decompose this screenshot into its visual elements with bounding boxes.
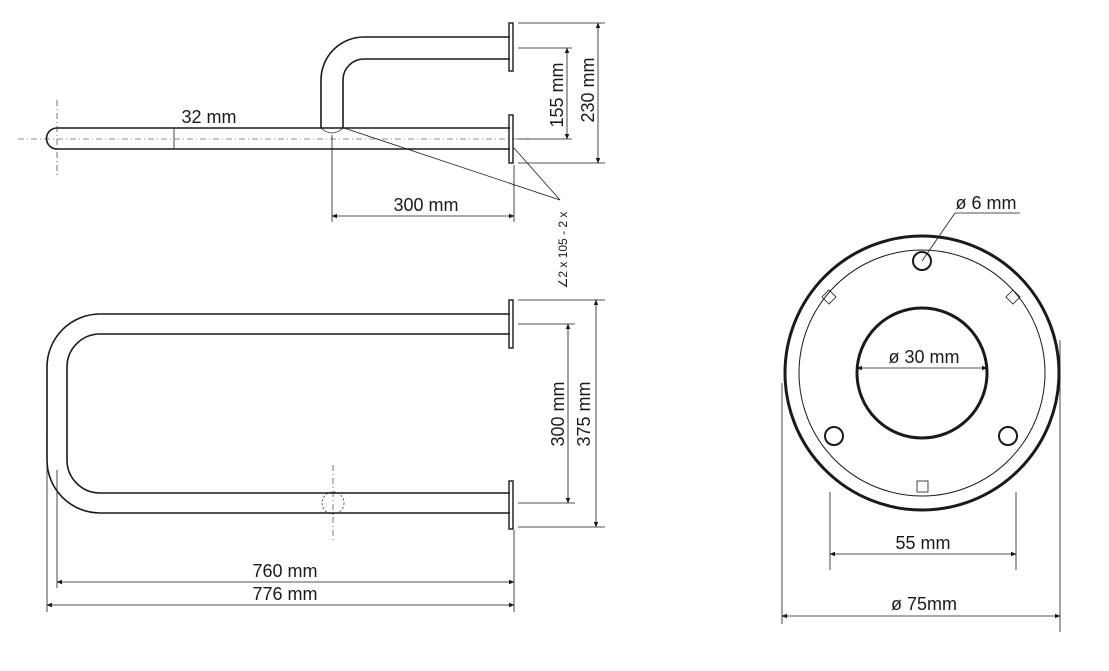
label-760: 760 mm <box>252 561 317 581</box>
notch-left <box>821 289 837 305</box>
label-55: 55 mm <box>895 533 950 553</box>
label-155: 155 mm <box>547 62 567 127</box>
support-joint <box>320 127 344 134</box>
label-center-hole: ø 30 mm <box>888 347 959 367</box>
notch-right <box>1005 289 1021 305</box>
top-flange-lower <box>508 480 514 530</box>
label-32: 32 mm <box>181 107 236 127</box>
label-776: 776 mm <box>252 584 317 604</box>
horizontal-tube <box>45 127 510 150</box>
support-inner-edge <box>342 58 510 128</box>
label-230: 230 mm <box>578 57 598 122</box>
screw-hole-leader <box>921 212 956 262</box>
rail-outer-edge <box>46 313 510 514</box>
angle-leader <box>343 127 561 201</box>
flange-plate-view: ø 6 mm ø 30 mm 55 mm ø 75mm <box>781 193 1061 632</box>
label-300-width: 300 mm <box>548 381 568 446</box>
screw-hole-left <box>824 426 844 446</box>
support-outer-edge <box>320 36 510 128</box>
screw-hole-top <box>912 251 932 271</box>
screw-hole-right <box>998 426 1018 446</box>
notch-bottom <box>916 480 929 493</box>
rail-inner-edge <box>66 333 510 494</box>
plate-inner-ring <box>798 249 1046 497</box>
top-view: 300 mm 375 mm 760 mm 776 mm <box>46 299 605 612</box>
plate-outer-ring <box>783 234 1061 512</box>
upper-flange <box>508 22 514 72</box>
center-hole <box>855 306 989 440</box>
label-angle: ∠2 x 105 - 2 x <box>556 212 570 289</box>
label-375: 375 mm <box>574 381 594 446</box>
label-plate-diameter: ø 75mm <box>891 594 957 614</box>
top-flange-upper <box>508 299 514 349</box>
angle-leader <box>513 147 561 201</box>
label-300-leg: 300 mm <box>393 195 458 215</box>
label-screw-hole: ø 6 mm <box>956 193 1017 213</box>
side-view: 155 mm 230 mm 32 mm 300 mm ∠2 x 105 - 2 … <box>18 22 605 289</box>
lower-flange <box>508 114 514 164</box>
